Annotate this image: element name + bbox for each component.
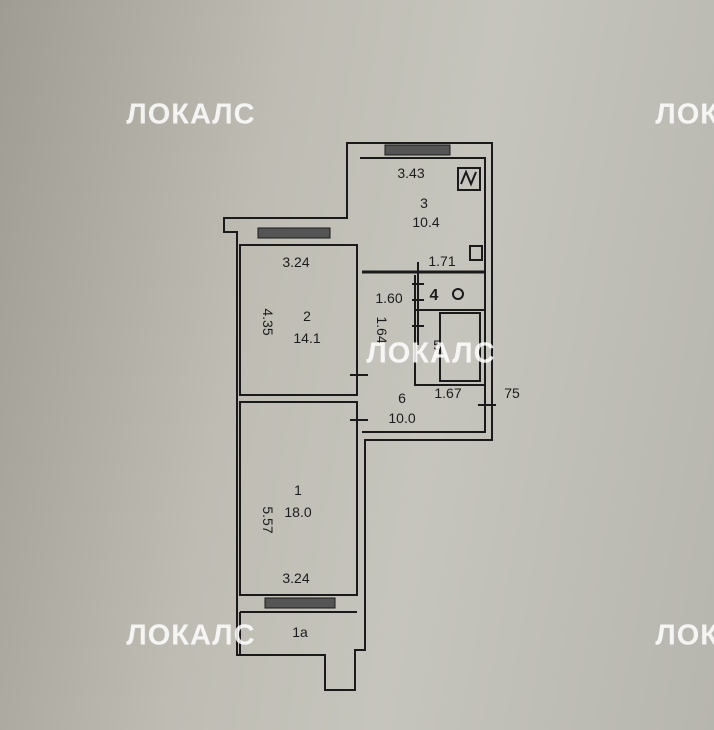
dim-corridor-length: 1.64 xyxy=(374,316,390,343)
dim-kitchen-small: 1.71 xyxy=(428,253,455,269)
sink-icon xyxy=(469,245,483,261)
room-1-area: 18.0 xyxy=(284,504,311,520)
room-5-number: 5 xyxy=(433,337,441,353)
stove-icon xyxy=(457,167,481,191)
room-2-area: 14.1 xyxy=(293,330,320,346)
watermark: ЛОКАЛС xyxy=(366,337,496,370)
dim-bath-width: 1.60 xyxy=(375,290,402,306)
bath-walls xyxy=(239,275,485,655)
room-2-number: 2 xyxy=(303,308,311,324)
dim-room2-length: 4.35 xyxy=(260,308,276,335)
room-3-number: 3 xyxy=(420,195,428,211)
watermark: ЛОКАЛС xyxy=(126,98,256,131)
window-room1 xyxy=(264,597,336,609)
window-room2 xyxy=(257,227,331,239)
window-kitchen xyxy=(384,144,451,156)
outer-wall xyxy=(223,142,493,691)
room-4-number: 4 xyxy=(430,287,439,304)
bathtub xyxy=(439,312,481,382)
dim-room2-width: 3.24 xyxy=(282,254,309,270)
watermark: ЛОКАЛС xyxy=(655,98,714,131)
dim-kitchen-width: 3.43 xyxy=(397,165,424,181)
dim-room1-length: 5.57 xyxy=(260,506,276,533)
dim-corridor-extra: 75 xyxy=(504,385,520,401)
watermark: ЛОКАЛС xyxy=(126,619,256,652)
inner-outline xyxy=(239,157,486,596)
room-6-number: 6 xyxy=(398,390,406,406)
room-1-number: 1 xyxy=(294,482,302,498)
room-6-area: 10.0 xyxy=(388,410,415,426)
dimension-ticks xyxy=(350,262,496,421)
room-3-area: 10.4 xyxy=(412,214,439,230)
room-1a-number: 1а xyxy=(292,624,308,640)
dim-room1-width: 3.24 xyxy=(282,570,309,586)
watermark: ЛОКАЛС xyxy=(655,619,714,652)
toilet-icon xyxy=(452,288,464,300)
dim-corridor-width: 1.67 xyxy=(434,385,461,401)
windows xyxy=(257,144,451,609)
